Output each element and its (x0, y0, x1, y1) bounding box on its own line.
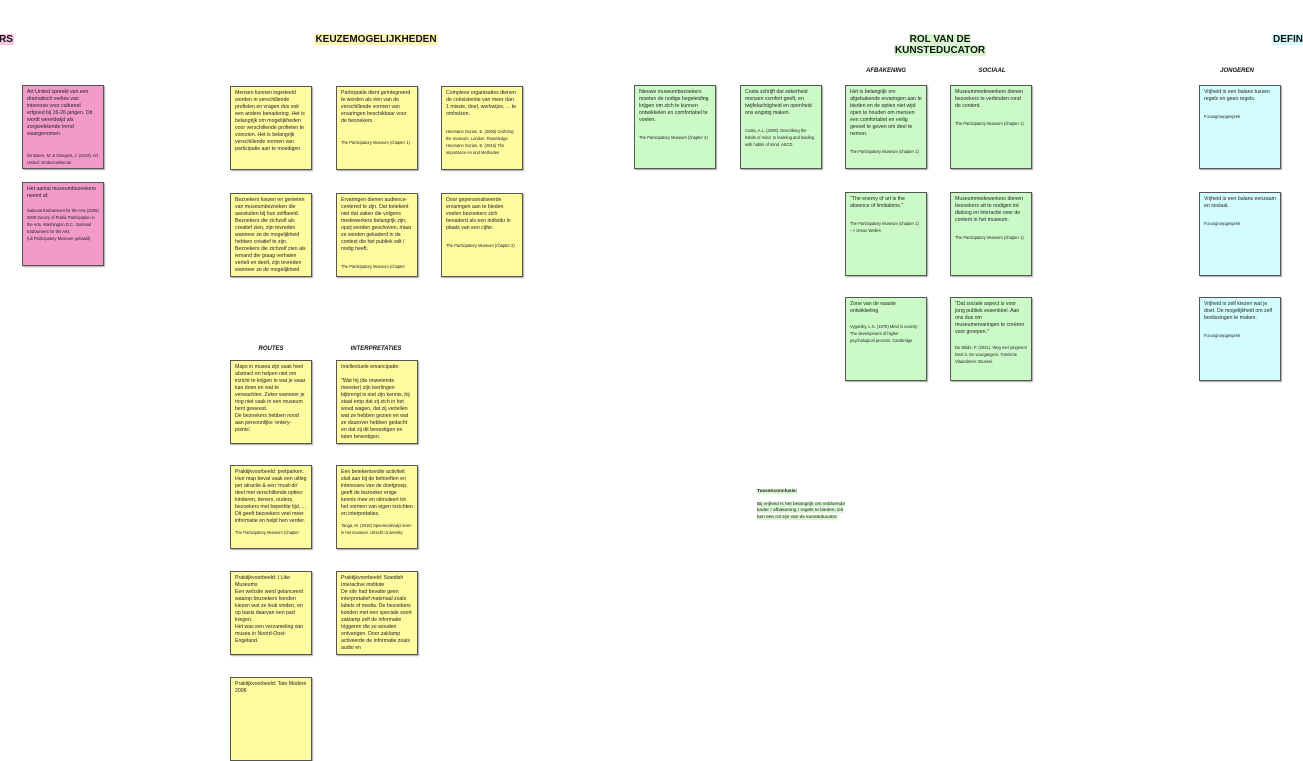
note-text: Praktijkvoorbeeld: pretparken. Hun map b… (235, 469, 307, 524)
note-text: Praktijkvoorbeeld: Swedish Interactive i… (341, 575, 412, 651)
note-reference: The Participatory Museum (chapter 1) (850, 149, 919, 154)
note-text: Museummedewerkers dienen bezoekers uit t… (955, 196, 1024, 223)
note-text: Vrijheid is zelf kiezen wat je doet. De … (1204, 301, 1273, 321)
sticky-note[interactable]: Mensen kunnen ingedeeld worden in versch… (230, 86, 312, 170)
note-reference: Focusgroepgesprek (1204, 114, 1241, 119)
note-text: Museummedewerkers dienen bezoekers te ve… (955, 89, 1024, 109)
note-reference: The Participatory Museum (chapter 1) (341, 140, 410, 145)
note-text: "The enemy of art is the absence of limi… (850, 196, 905, 209)
section-heading-partial-right: DEFIN (1272, 34, 1303, 45)
sticky-note[interactable]: Vrijheid is zelf kiezen wat je doet. De … (1199, 297, 1281, 381)
sticky-note[interactable]: Intellectuele emancipatie: "Wat hij (de … (336, 360, 418, 444)
note-reference: The Participatory Museum (chapter (235, 530, 299, 535)
note-reference: The Participatory Museum (chapter (341, 264, 405, 269)
note-text: Participatie dient geïntegreerd te worde… (341, 90, 411, 124)
note-text: Intellectuele emancipatie: "Wat hij (de … (341, 364, 410, 440)
sticky-note[interactable]: Art United spreekt van een dramatisch ve… (22, 85, 104, 169)
note-reference: The Participatory Museum (chapter 2) (639, 135, 708, 140)
section-heading-partial-left: RS (0, 34, 14, 45)
note-text: Nieuwe museumbezoekers moeten de nodige … (639, 89, 709, 123)
conclusion-text: Bij vrijheid is het belangrijk om voldoe… (757, 501, 845, 520)
sticky-note[interactable]: Een betekenisvolle activiteit sluit aan … (336, 465, 418, 549)
sticky-note[interactable]: Door gepersonaliseerde ervaringen aan te… (441, 193, 523, 277)
note-reference: Heumann Gurian, E. (2006) Civilizing the… (446, 129, 514, 155)
note-reference: Focusgroepgesprek (1204, 333, 1241, 338)
sticky-note[interactable]: Vrijheid is een balans eenzaam en sociaa… (1199, 192, 1281, 276)
note-text: Art United spreekt van een dramatisch ve… (27, 89, 93, 137)
note-text: Maps in musea zijn vaak heel abstract en… (235, 364, 306, 433)
sticky-note[interactable]: Praktijkvoorbeeld: Tate Modern 2006 (230, 677, 312, 761)
note-text: Vrijheid is een balans eenzaam en sociaa… (1204, 196, 1276, 209)
sticky-note[interactable]: Ervaringen dienen audience-centered te z… (336, 193, 418, 277)
note-text: Ervaringen dienen audience-centered te z… (341, 197, 412, 252)
subheading-sociaal: SOCIAAL (978, 68, 1006, 74)
sticky-note[interactable]: Vrijheid is een balans tussen regels en … (1199, 85, 1281, 169)
sticky-note[interactable]: Praktijkvoorbeeld: I Like Museums Een we… (230, 571, 312, 655)
note-reference: De Baere, M. & Slongers, J. (2019). Art … (27, 153, 98, 165)
sticky-note[interactable]: Participatie dient geïntegreerd te worde… (336, 86, 418, 170)
sticky-note[interactable]: Complexe organisaties dienen de coëxiste… (441, 86, 523, 170)
sticky-note[interactable]: Costa schrijft dat zekerheid mensen comf… (740, 85, 822, 169)
sticky-note[interactable]: Praktijkvoorbeeld: Swedish Interactive i… (336, 571, 418, 655)
sticky-note[interactable]: Museummedewerkers dienen bezoekers uit t… (950, 192, 1032, 276)
note-reference: The Participatory Museum (chapter 2) (446, 243, 515, 248)
note-text: Costa schrijft dat zekerheid mensen comf… (745, 89, 812, 116)
note-text: Door gepersonaliseerde ervaringen aan te… (446, 197, 511, 231)
note-text: Complexe organisaties dienen de coëxiste… (446, 90, 517, 117)
note-reference: The Participatory Museum (chapter 1) (955, 121, 1024, 126)
sticky-note[interactable]: Bezoekers kiezen en genieten van museumb… (230, 193, 312, 277)
sticky-note[interactable]: Museummedewerkers dienen bezoekers te ve… (950, 85, 1032, 169)
sticky-note[interactable]: Maps in musea zijn vaak heel abstract en… (230, 360, 312, 444)
tussenconclusie: Tussenconclusie: Bij vrijheid is het bel… (757, 489, 847, 521)
note-text: Zone van de naaste ontwikkeling (850, 301, 896, 314)
note-reference: Costa, A.L. (2008). Describing the habit… (745, 128, 815, 147)
note-text: Bezoekers kiezen en genieten van museumb… (235, 197, 306, 273)
section-heading-keuzemogelijkheden: KEUZEMOGELIJKHEDEN (314, 34, 438, 45)
note-reference: Focusgroepgesprek (1204, 221, 1241, 226)
note-reference: The Participatory Museum (chapter 1) (955, 235, 1024, 240)
sticky-note[interactable]: Het aantal museumbezoekers neemt af. Nati… (22, 182, 104, 266)
subheading-afbakening: AFBAKENING (866, 68, 906, 74)
note-reference: De Wilde, P. (2021). Weg met jongeren! D… (955, 345, 1027, 364)
subheading-routes: ROUTES (258, 346, 284, 352)
subheading-interpretaties: INTERPRETATIES (350, 346, 402, 352)
note-text: Mensen kunnen ingedeeld worden in versch… (235, 90, 305, 152)
note-reference: Tanga, M. (2019) Speurenderwijs leren in… (341, 523, 412, 535)
sticky-note[interactable]: "Dat sociale aspect is voor jong publiek… (950, 297, 1032, 381)
note-reference: The Participatory Museum (chapter 1) -->… (850, 221, 919, 233)
conclusion-title: Tussenconclusie: (757, 489, 798, 494)
note-text: "Dat sociale aspect is voor jong publiek… (955, 301, 1025, 335)
sticky-note[interactable]: Het is belangrijk om afgebakende ervarin… (845, 85, 927, 169)
note-text: Het is belangrijk om afgebakende ervarin… (850, 89, 922, 137)
note-text: Vrijheid is een balans tussen regels en … (1204, 89, 1270, 102)
sticky-note[interactable]: "The enemy of art is the absence of limi… (845, 192, 927, 276)
note-text: Praktijkvoorbeeld: I Like Museums Een we… (235, 575, 304, 644)
note-text: Het aantal museumbezoekers neemt af. (27, 186, 96, 199)
sticky-note[interactable]: Praktijkvoorbeeld: pretparken. Hun map b… (230, 465, 312, 549)
subheading-jongeren: JONGEREN (1220, 68, 1254, 74)
note-text: Praktijkvoorbeeld: Tate Modern 2006 (235, 681, 307, 694)
note-reference: Vygotsky, L.S. (1978) Mind in society: T… (850, 324, 919, 343)
sticky-note[interactable]: Nieuwe museumbezoekers moeten de nodige … (634, 85, 716, 169)
note-reference: National Endowment for the Arts (2009) 2… (27, 208, 99, 241)
note-text: Een betekenisvolle activiteit sluit aan … (341, 469, 413, 517)
